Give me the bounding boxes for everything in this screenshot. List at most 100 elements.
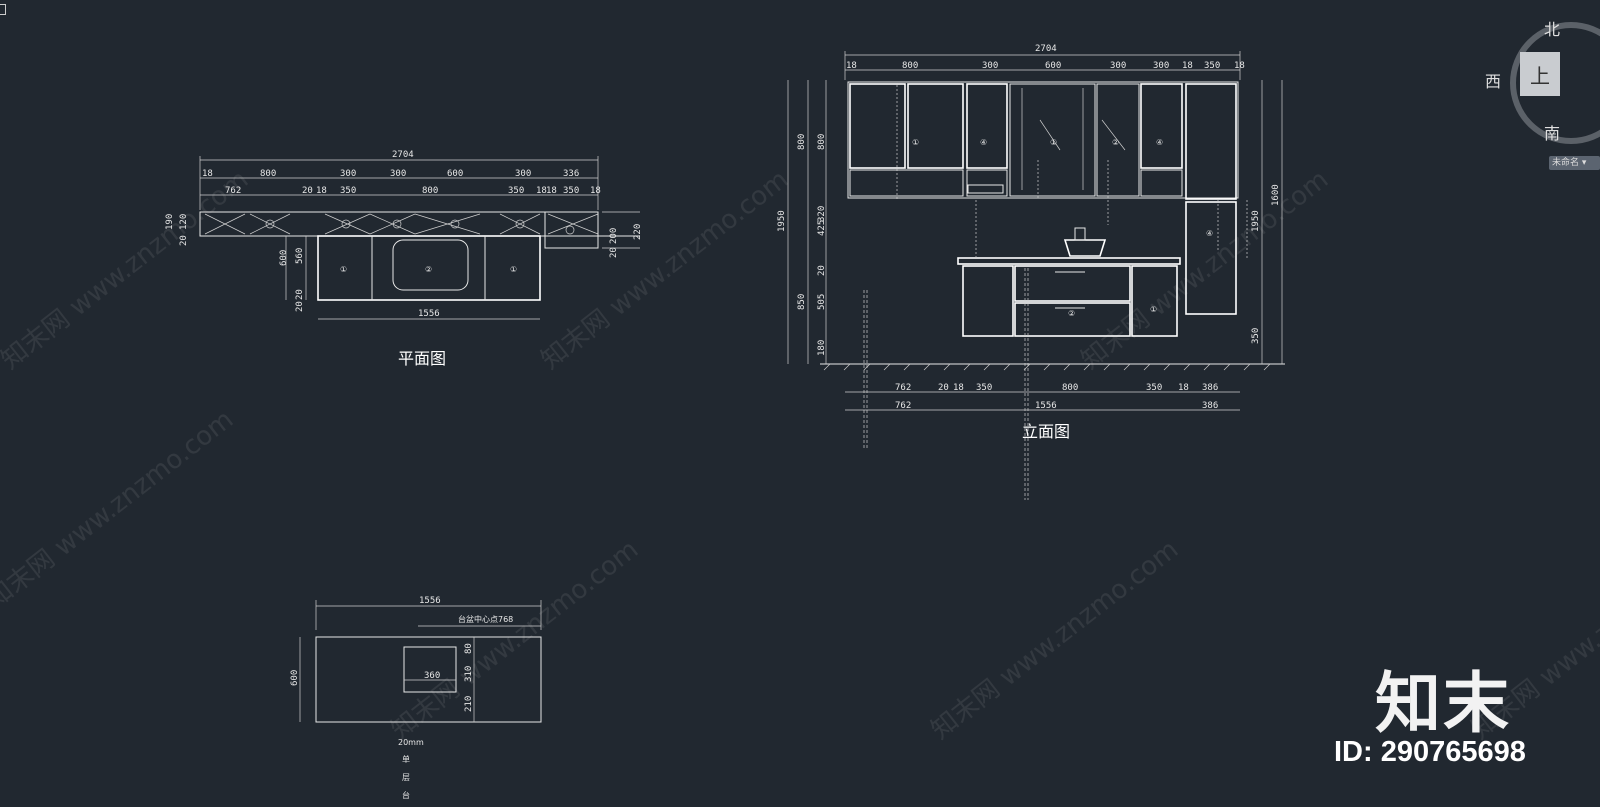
- watermark: 知末网 www.znzmo.com: [0, 405, 239, 616]
- dim-label: 850: [797, 294, 807, 310]
- brand-logo: 知末: [1375, 665, 1511, 742]
- watermark: 知末网 www.znzmo.com: [926, 535, 1184, 746]
- watermark-layer: 知末网 www.znzmo.com 知末网 www.znzmo.com 知末网 …: [0, 165, 1600, 746]
- dim-label: 1600: [1271, 184, 1281, 206]
- view-cube[interactable]: 北 西 南 上: [1485, 0, 1600, 180]
- dim-label: 200: [609, 228, 619, 244]
- dim-label: 800: [797, 134, 807, 150]
- dim-label: 1950: [777, 210, 787, 232]
- dim-label: 20: [609, 247, 619, 258]
- dim-label: 18: [1182, 61, 1193, 71]
- corner-bracket: [0, 4, 6, 15]
- dim-label: 18: [1178, 383, 1189, 393]
- dim-label: 18: [590, 186, 601, 196]
- dim-label: 300: [982, 61, 998, 71]
- dim-label: 762: [225, 186, 241, 196]
- dim-label: 300: [1110, 61, 1126, 71]
- elev-marker: ④: [1206, 229, 1213, 238]
- dim-label: 350: [1251, 328, 1261, 344]
- plan-marker: ②: [425, 265, 432, 274]
- dim-label: 20: [179, 235, 189, 246]
- countertop-caption: 单: [402, 754, 410, 764]
- countertop-view: 1556 台盆中心点768 360 600 80 310 210 20mm 单 …: [290, 596, 542, 800]
- dim-label: 800: [422, 186, 438, 196]
- watermark: 知末网 www.znzmo.com: [386, 535, 644, 746]
- dim-label: 1950: [1251, 210, 1261, 232]
- dim-label: 320: [817, 206, 827, 222]
- plan-overall-dim: 2704: [392, 150, 414, 160]
- plan-right-dims: 220 200 20: [609, 224, 643, 258]
- elevation-right-dims: 1600 1950 350: [1251, 184, 1281, 344]
- dim-label: 800: [817, 134, 827, 150]
- dim-label: 386: [1202, 383, 1218, 393]
- compass-west[interactable]: 西: [1485, 72, 1502, 91]
- brand-id: ID: 290765698: [1334, 736, 1526, 768]
- plan-marker: ①: [510, 265, 517, 274]
- dim-label: 336: [563, 169, 579, 179]
- countertop-caption: 台: [402, 790, 410, 800]
- dim-label: 180: [817, 340, 827, 356]
- dim-label: 762: [895, 401, 911, 411]
- elevation-title: 立面图: [1022, 422, 1070, 441]
- dim-label: 762: [895, 383, 911, 393]
- dim-label: 220: [633, 224, 643, 240]
- named-view-dropdown[interactable]: 未命名 ▾: [1549, 156, 1600, 170]
- dim-label: 20: [295, 289, 305, 300]
- countertop-caption: 层: [402, 773, 410, 782]
- plan-bottom-dim: 1556: [418, 309, 440, 319]
- countertop-caption: 20mm: [398, 738, 424, 747]
- countertop-center-note: 台盆中心点768: [458, 614, 513, 624]
- dim-label: 350: [508, 186, 524, 196]
- dim-label: 18: [953, 383, 964, 393]
- compass-south[interactable]: 南: [1544, 124, 1561, 143]
- elev-marker: ①: [1150, 305, 1157, 314]
- dim-label: 800: [902, 61, 918, 71]
- dim-label: 18: [202, 169, 213, 179]
- dim-label: 560: [295, 248, 305, 264]
- countertop-height-dim: 600: [290, 670, 300, 686]
- dim-label: 18: [846, 61, 857, 71]
- elev-marker: ④: [1156, 138, 1163, 147]
- watermark: 知末网 www.znzmo.com: [0, 165, 254, 376]
- countertop-width-dim: 1556: [419, 596, 441, 606]
- countertop-sink-dim: 360: [424, 671, 440, 681]
- plan-marker: ①: [340, 265, 347, 274]
- dim-label: 350: [976, 383, 992, 393]
- dim-label: 600: [279, 250, 289, 266]
- elev-marker: ①: [1050, 138, 1057, 147]
- countertop-right-dim: 310: [464, 666, 474, 682]
- dim-label: 18: [536, 186, 547, 196]
- dim-label: 20: [302, 186, 313, 196]
- elev-marker: ①: [912, 138, 919, 147]
- view-cube-ring[interactable]: [1510, 22, 1600, 144]
- dim-label: 425: [817, 220, 827, 236]
- dim-label: 120: [179, 214, 189, 230]
- dim-label: 300: [340, 169, 356, 179]
- dim-label: 505: [817, 294, 827, 310]
- dim-label: 18: [546, 186, 557, 196]
- dim-label: 20: [817, 265, 827, 276]
- dim-label: 1556: [1035, 401, 1057, 411]
- watermark: 知末网 www.znzmo.com: [536, 165, 794, 376]
- countertop-right-dim: 210: [464, 696, 474, 712]
- elevation-overall-dim: 2704: [1035, 44, 1057, 54]
- dim-label: 20: [938, 383, 949, 393]
- view-cube-top-face[interactable]: 上: [1520, 52, 1560, 96]
- dim-label: 190: [165, 214, 175, 230]
- compass-north[interactable]: 北: [1544, 20, 1561, 39]
- dim-label: 350: [563, 186, 579, 196]
- dim-label: 350: [1146, 383, 1162, 393]
- dim-label: 300: [515, 169, 531, 179]
- dim-label: 18: [1234, 61, 1245, 71]
- dim-label: 800: [260, 169, 276, 179]
- dim-label: 600: [1045, 61, 1061, 71]
- dim-label: 350: [340, 186, 356, 196]
